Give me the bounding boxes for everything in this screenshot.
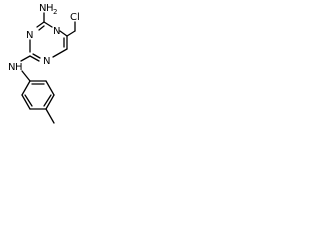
triazine-ring [29, 21, 68, 62]
atom-ring-n-left: N [26, 30, 33, 41]
atom-anilino-h: H [15, 62, 23, 73]
bond-c2-n-bottom [29, 55, 40, 62]
bond-ar-5 [21, 94, 31, 110]
bond-n-bottom-c3 [52, 48, 68, 58]
bond-c1-n-left [36, 21, 45, 28]
bond-ar-6 [21, 80, 31, 96]
double-bond-ar-c [24, 94, 33, 107]
bond-ar-3 [45, 94, 55, 110]
atom-anilino-n: N [8, 62, 15, 73]
double-bond-ar-b [43, 94, 52, 107]
benzene-ring [21, 80, 55, 110]
atom-amine-h: H [46, 3, 54, 14]
atom-ring-n-top: N [53, 26, 60, 37]
bond-ar-2 [45, 80, 55, 96]
double-bond-c1-n-left [38, 25, 45, 31]
bond-c3-ch2 [66, 30, 76, 37]
double-bond-c2-n-bottom [32, 53, 41, 59]
atom-amine-subscript: 2 [53, 8, 57, 16]
bond-methyl [45, 108, 55, 124]
chemical-structure: N H 2 N N N Cl N H [8, 3, 80, 124]
atom-ring-n-bottom: N [43, 56, 50, 67]
atom-amine-n: N [39, 3, 46, 14]
atom-chlorine: Cl [70, 12, 80, 23]
bond-nh-aryl [21, 70, 31, 82]
bond-n-top-c3 [59, 30, 68, 37]
bond-c1-n-top [43, 21, 53, 28]
bond-c2-nh [20, 55, 31, 62]
